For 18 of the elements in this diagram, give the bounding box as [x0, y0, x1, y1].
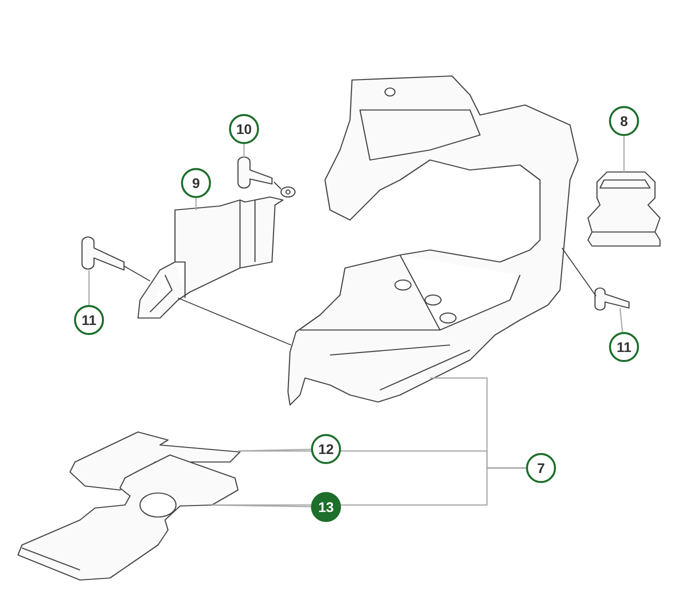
leader-line: [88, 270, 90, 305]
leader-line: [619, 308, 624, 332]
callout-number: 7: [526, 453, 556, 483]
callout-number: 12: [311, 434, 341, 464]
leader-line: [243, 144, 245, 158]
callout-number: 13: [311, 492, 341, 522]
callout-number: 8: [609, 106, 639, 136]
assembly-line: [124, 266, 150, 282]
assembly-line: [274, 182, 282, 190]
leader-line: [623, 136, 625, 172]
callout-number: 10: [229, 114, 259, 144]
callout-number: 11: [609, 332, 639, 362]
assembly-line: [562, 248, 596, 296]
leader-line: [212, 467, 526, 506]
leader-line: [195, 198, 197, 210]
assembly-line: [178, 298, 292, 346]
callout-number: 11: [74, 305, 104, 335]
callout-number: 9: [181, 168, 211, 198]
